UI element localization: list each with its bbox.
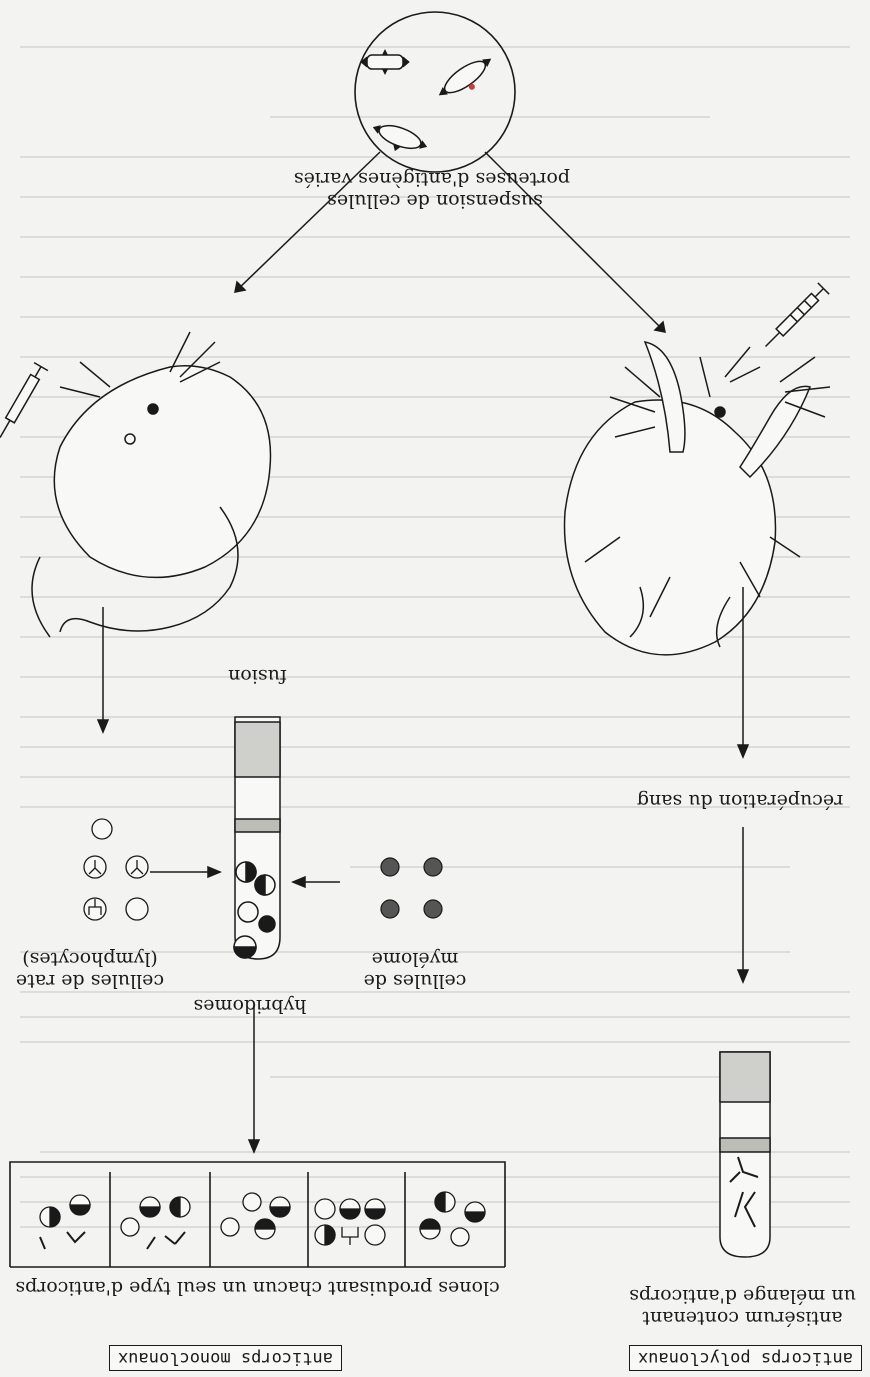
- clone-wells: [40, 1192, 485, 1249]
- arrows-up: [98, 587, 748, 1152]
- well-5: [40, 1195, 90, 1249]
- suspension-label-line1: suspension de cellules: [300, 190, 570, 212]
- well-3: [221, 1193, 290, 1239]
- antiserum-tube: [720, 1052, 770, 1257]
- antigen-cell-3: [361, 49, 409, 75]
- clones-label: clones produisant chacun un seul type d'…: [10, 1277, 505, 1299]
- blood-recovery-label: récupération du sang: [635, 790, 845, 812]
- spleen-cells-label-line2: (lymphocytes): [0, 948, 180, 970]
- antigen-cells-circle: [355, 12, 515, 172]
- fusion-label: fusion: [210, 665, 305, 687]
- myeloma-label-line1: cellules de: [355, 970, 475, 992]
- myeloma-label: cellules de myélome: [355, 948, 475, 992]
- well-4: [121, 1197, 190, 1249]
- spleen-cells-label: cellules de rate (lymphocytes): [0, 948, 180, 992]
- antigen-cell-2: [434, 52, 499, 107]
- spleen-cells-label-line1: cellules de rate: [0, 970, 180, 992]
- mouse-illustration: [0, 332, 271, 637]
- bleed-through-lines: [20, 47, 850, 1227]
- fusion-tube: [234, 717, 280, 959]
- myeloma-label-line2: myélome: [355, 948, 475, 970]
- well-1: [420, 1192, 485, 1246]
- syringe-mouse: [0, 363, 48, 442]
- antiserum-label-line2: un mélange d'anticorps: [625, 1285, 860, 1307]
- monoclonal-antibodies-box: anticorps monoclonaux: [109, 1345, 342, 1371]
- suspension-label: suspension de cellules porteuses d'antig…: [300, 168, 570, 212]
- lymphocyte-cells: [84, 819, 148, 920]
- rabbit-illustration: [565, 283, 831, 655]
- polyclonal-antibodies-box: anticorps polyclonaux: [629, 1345, 862, 1371]
- suspension-label-line2: porteuses d'antigènes variés: [300, 168, 570, 190]
- hybridomas-label: hybridomes: [190, 995, 310, 1017]
- antiserum-label: antisérum contenant un mélange d'anticor…: [625, 1285, 860, 1329]
- well-2: [315, 1199, 385, 1245]
- antiserum-label-line1: antisérum contenant: [625, 1307, 860, 1329]
